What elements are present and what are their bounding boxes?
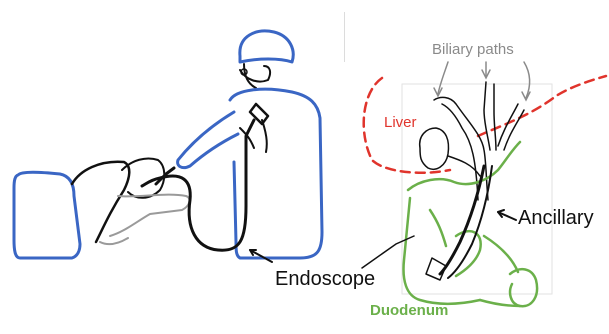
biliary-tree xyxy=(420,82,524,200)
endoscope-pointer xyxy=(250,250,272,262)
liver-label: Liver xyxy=(384,115,417,130)
doctor xyxy=(178,31,322,258)
pointer-arrows xyxy=(434,62,530,100)
duodenum-label: Duodenum xyxy=(370,303,448,318)
ancillary-pointer xyxy=(498,210,516,220)
ancillary-label: Ancillary xyxy=(518,208,594,228)
endoscope-label: Endoscope xyxy=(275,269,375,289)
endoscope-tube xyxy=(142,160,246,250)
patient-bed xyxy=(14,172,80,258)
biliary-paths-label: Biliary paths xyxy=(432,42,514,57)
